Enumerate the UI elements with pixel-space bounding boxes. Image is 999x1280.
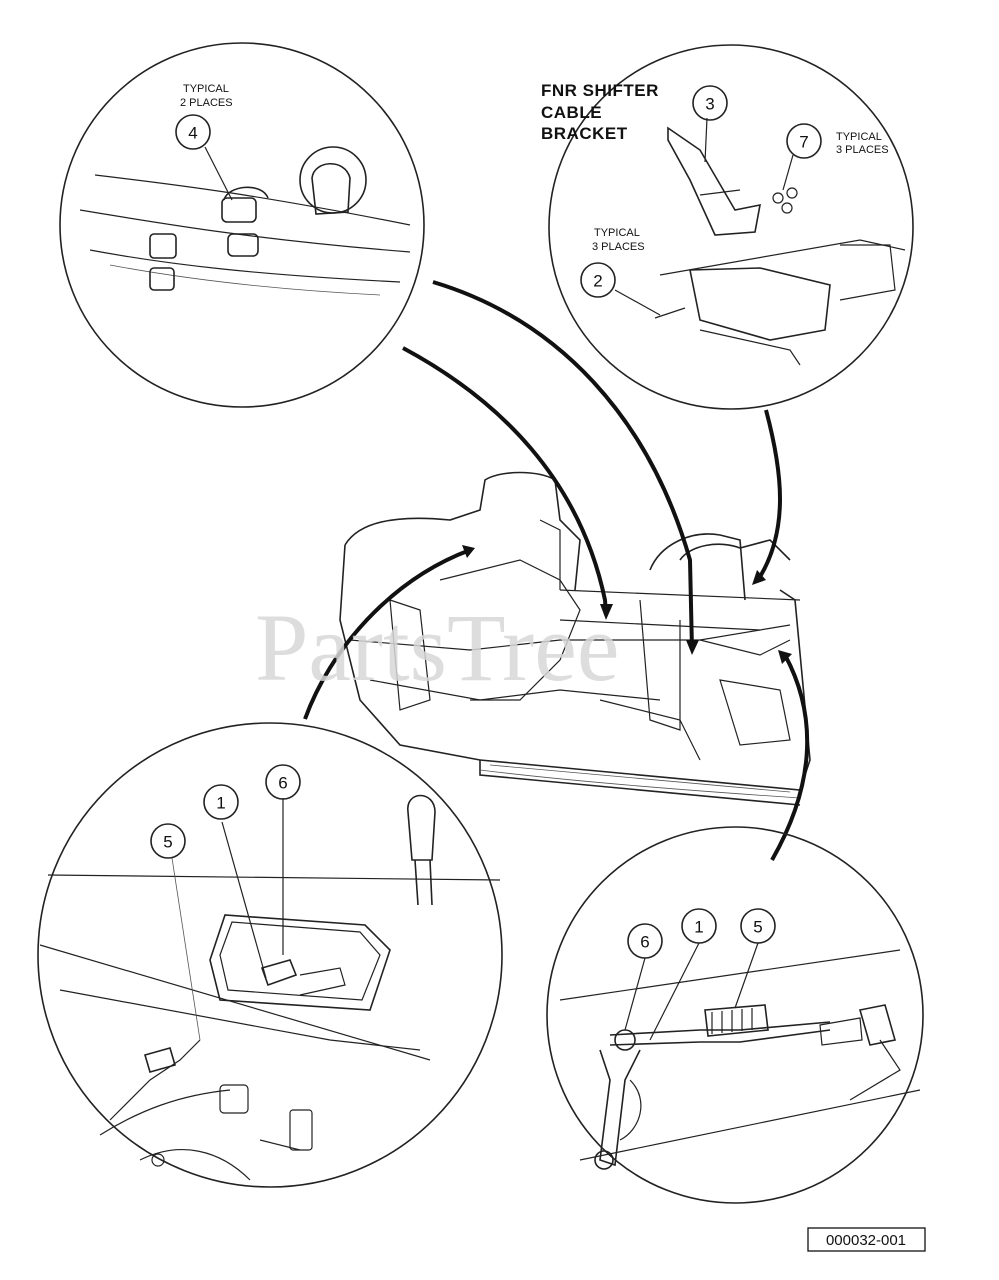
reference-id-box: 000032-001	[807, 1227, 926, 1252]
note-places-label: 3 PLACES	[592, 241, 645, 253]
callout-5: 5	[163, 833, 172, 852]
detail-circle-top-left: TYPICAL 2 PLACES 4	[59, 42, 425, 408]
note-typical-label: TYPICAL	[594, 227, 640, 239]
detail-leader-arrows	[303, 280, 810, 861]
bracket-title-line-2: CABLE	[541, 103, 602, 122]
callout-7: 7	[799, 133, 808, 152]
callout-2: 2	[593, 272, 602, 291]
note-typical-label: TYPICAL	[183, 83, 229, 95]
detail-circle-bottom-right: 6 1 5	[546, 826, 924, 1204]
bracket-title-line-3: BRACKET	[541, 124, 628, 143]
bracket-title-line-1: FNR SHIFTER	[541, 81, 659, 100]
callout-5: 5	[753, 918, 762, 937]
note-places-label: 3 PLACES	[836, 144, 889, 156]
note-places-label: 2 PLACES	[180, 97, 233, 109]
note-typical-label: TYPICAL	[836, 131, 882, 143]
reference-id: 000032-001	[826, 1232, 906, 1249]
callout-1: 1	[694, 918, 703, 937]
callout-6: 6	[640, 933, 649, 952]
callout-6: 6	[278, 774, 287, 793]
detail-circle-top-right: FNR SHIFTER CABLE BRACKET TYPICAL 3 PLAC…	[541, 44, 914, 410]
callout-3: 3	[705, 95, 714, 114]
callout-1: 1	[216, 794, 225, 813]
detail-circle-bottom-left: 1 6 5	[37, 722, 503, 1188]
vehicle-frame-assembly	[339, 471, 811, 806]
watermark: PartsTree	[255, 594, 619, 701]
callout-4: 4	[188, 124, 197, 143]
